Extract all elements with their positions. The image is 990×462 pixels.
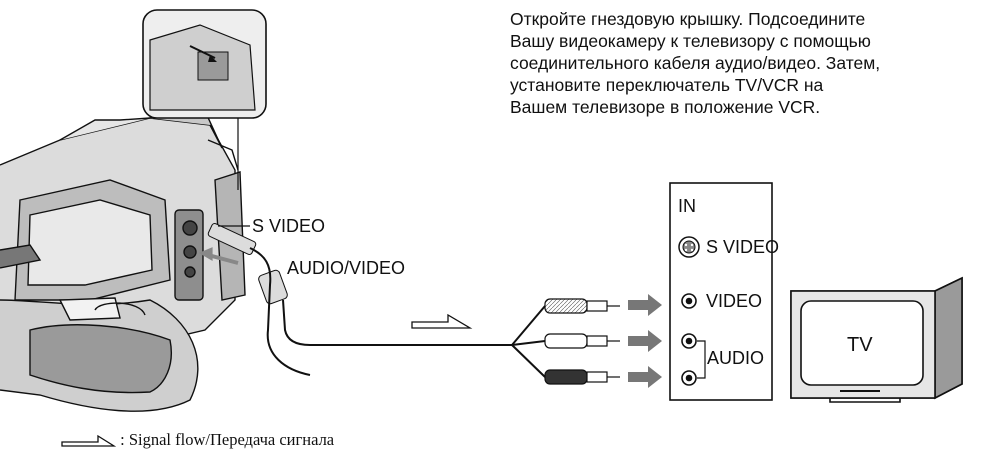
signal-flow-legend: : Signal flow/Передача сигнала bbox=[60, 430, 334, 450]
instruction-line: Вашу видеокамеру к телевизору с помощью bbox=[510, 31, 871, 51]
tv-set-illustration bbox=[790, 276, 963, 403]
s-video-jack-icon bbox=[678, 236, 700, 258]
instruction-line: Откройте гнездовую крышку. Подсоедините bbox=[510, 9, 866, 29]
tv-s-video-label: S VIDEO bbox=[706, 237, 780, 257]
tv-input-panel bbox=[669, 182, 773, 401]
camera-s-video-label: S VIDEO bbox=[252, 216, 326, 236]
tv-in-label: IN bbox=[678, 196, 696, 216]
jack-cover-inset bbox=[142, 9, 267, 190]
camcorder-illustration bbox=[0, 97, 246, 412]
rca-plug-icon bbox=[544, 298, 620, 385]
camera-audio-video-label: AUDIO/VIDEO bbox=[287, 258, 406, 278]
instruction-line: Вашем телевизоре в положение VCR. bbox=[510, 97, 821, 117]
signal-flow-arrow-icon bbox=[411, 313, 473, 329]
rca-jack-icon bbox=[681, 293, 697, 386]
label-pointers bbox=[198, 225, 250, 265]
instruction-line: соединительного кабеля аудио/видео. Зате… bbox=[510, 53, 881, 73]
instruction-line: установите переключатель TV/VCR на bbox=[510, 75, 824, 95]
tv-video-label: VIDEO bbox=[706, 291, 763, 311]
signal-arrows bbox=[628, 294, 662, 388]
instruction-text: Откройте гнездовую крышку. Подсоедините … bbox=[510, 8, 985, 118]
signal-flow-arrow-icon bbox=[61, 434, 117, 447]
tv-label: TV bbox=[847, 334, 873, 356]
av-cable bbox=[249, 247, 546, 378]
legend-text: : Signal flow/Передача сигнала bbox=[120, 430, 335, 449]
tv-audio-label: AUDIO bbox=[707, 348, 765, 368]
